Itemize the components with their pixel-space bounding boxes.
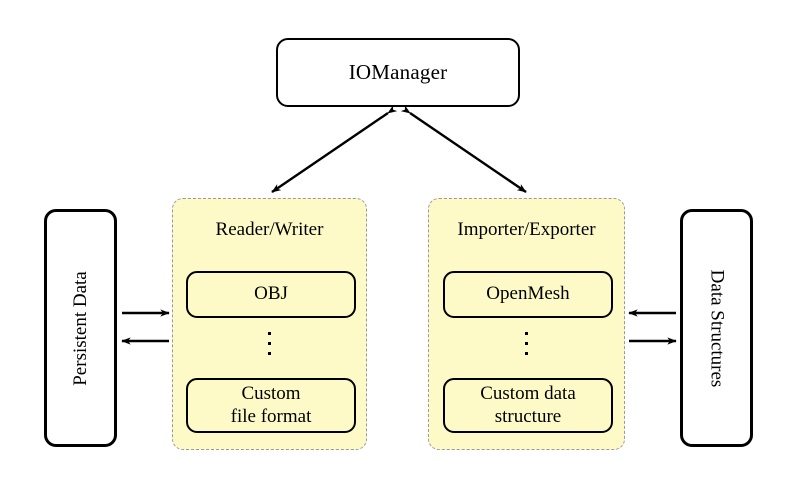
- group-importer-exporter[interactable]: Importer/Exporter OpenMesh Custom data s…: [428, 198, 625, 450]
- item-custom-file-format-label: Custom file format: [231, 383, 312, 428]
- item-custom-data-structure-line2: structure: [494, 405, 562, 427]
- ellipsis-importer-exporter: [429, 332, 624, 355]
- item-openmesh-label: OpenMesh: [486, 283, 570, 305]
- ellipsis-reader-writer: [173, 332, 366, 355]
- item-obj-label: OBJ: [254, 283, 288, 305]
- io-manager-node[interactable]: IOManager: [276, 38, 520, 107]
- data-structures-label: Data Structures: [706, 269, 727, 387]
- item-custom-file-format-line2: file format: [230, 405, 312, 427]
- group-reader-writer[interactable]: Reader/Writer OBJ Custom file format: [172, 198, 367, 450]
- persistent-data-node[interactable]: Persistent Data: [44, 209, 117, 447]
- group-reader-writer-title: Reader/Writer: [215, 219, 324, 240]
- io-manager-label: IOManager: [348, 60, 448, 84]
- item-custom-file-format-line1: Custom: [241, 383, 301, 405]
- item-custom-data-structure[interactable]: Custom data structure: [443, 378, 613, 433]
- persistent-data-label: Persistent Data: [70, 270, 92, 386]
- item-openmesh[interactable]: OpenMesh: [443, 271, 613, 318]
- arrow-manager-importerexporter: [400, 105, 527, 193]
- item-obj[interactable]: OBJ: [186, 271, 356, 318]
- data-structures-node[interactable]: Data Structures: [680, 209, 753, 447]
- item-custom-file-format[interactable]: Custom file format: [186, 378, 356, 433]
- arrow-manager-readerwriter: [271, 105, 398, 193]
- item-custom-data-structure-label: Custom data structure: [480, 383, 576, 428]
- group-importer-exporter-title: Importer/Exporter: [457, 219, 596, 240]
- item-custom-data-structure-line1: Custom data: [480, 383, 576, 405]
